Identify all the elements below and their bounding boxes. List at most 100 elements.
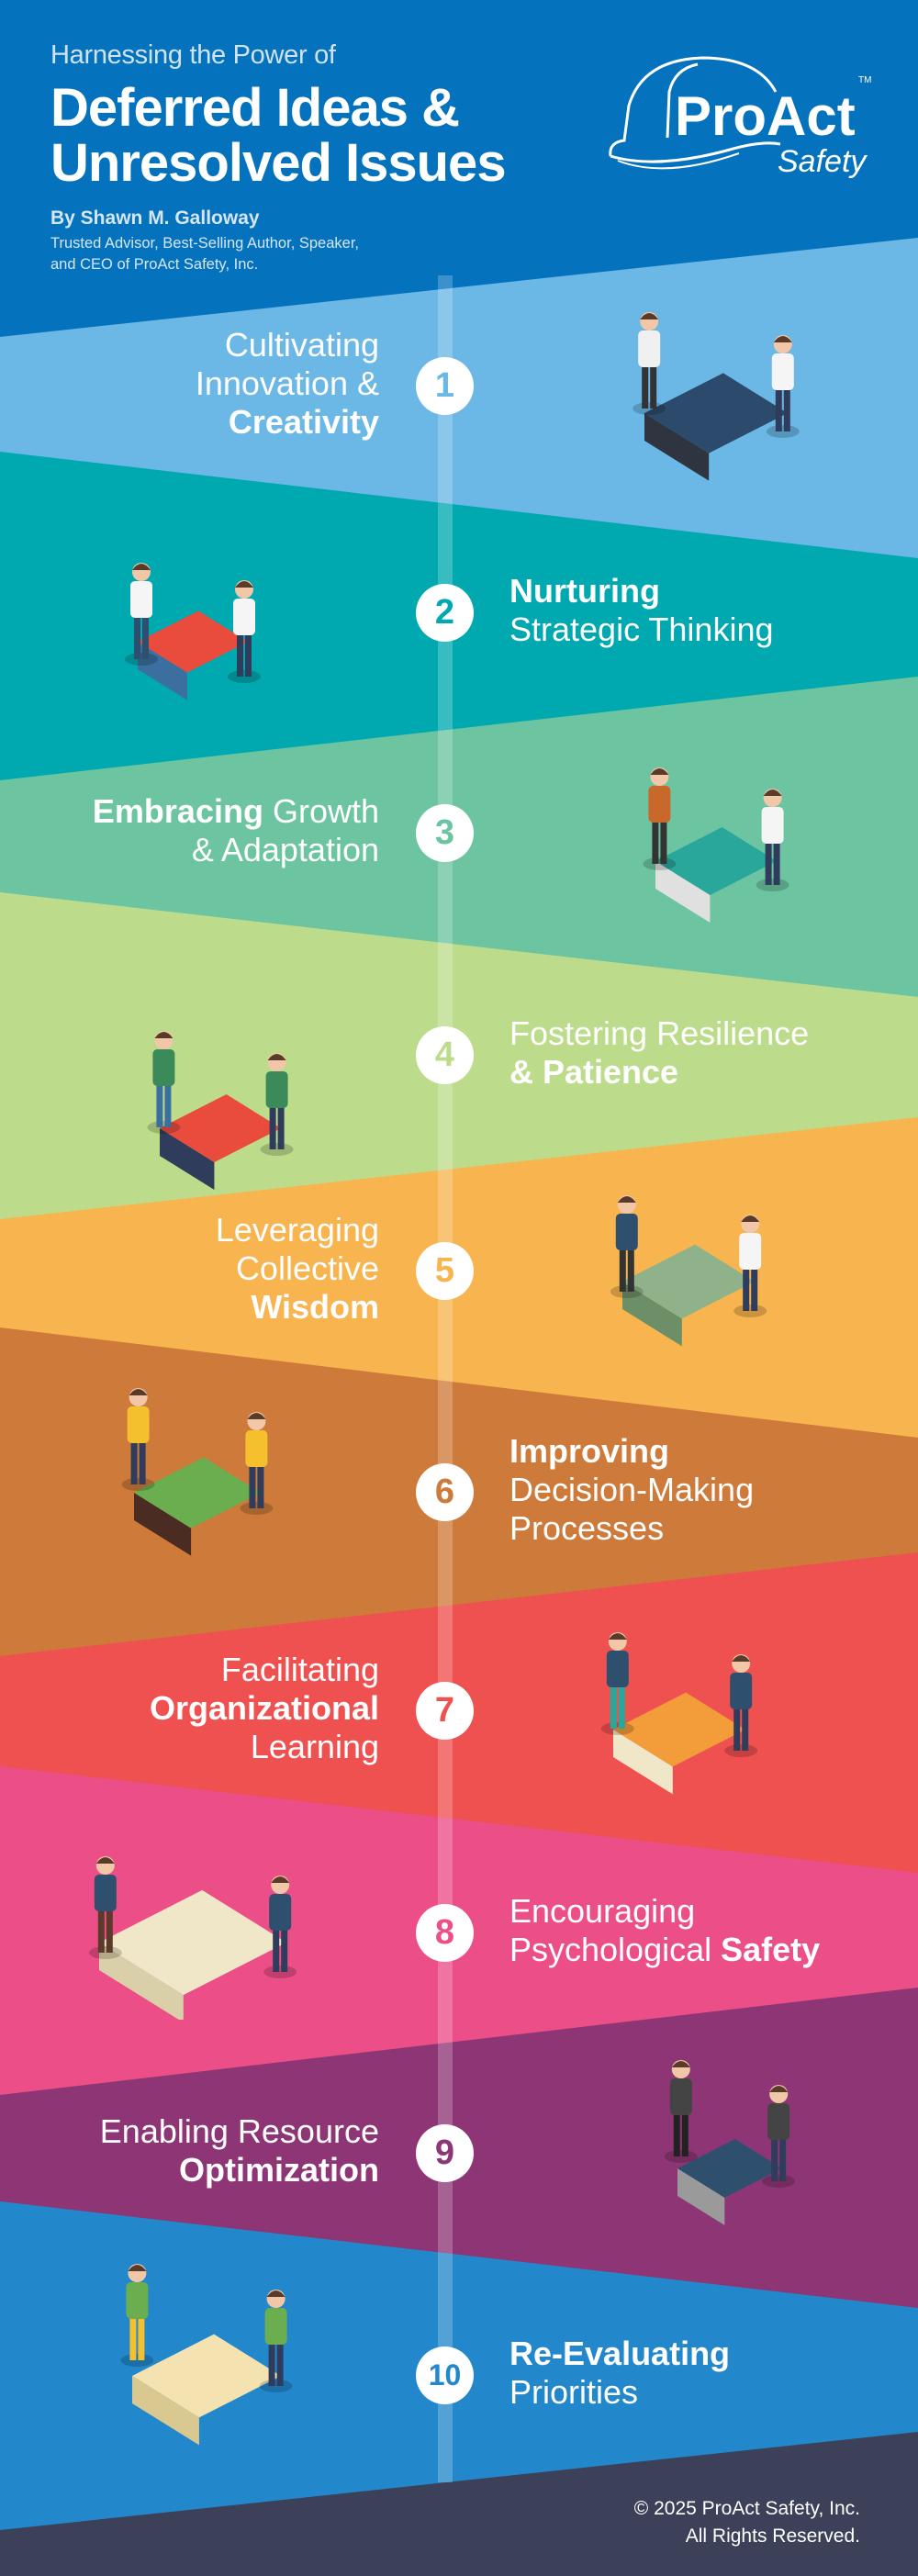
title-line: & Adaptation: [93, 831, 379, 869]
person-hair: [650, 768, 669, 775]
title-emphasis: Re-Evaluating: [509, 2335, 731, 2372]
person-hair: [617, 1196, 636, 1203]
person-leg: [142, 613, 149, 659]
high-five-illustration: [121, 1388, 274, 1556]
item-4-title: Fostering Resilience& Patience: [509, 1014, 809, 1092]
title-line: Re-Evaluating: [509, 2335, 730, 2373]
title-emphasis: Embracing: [92, 792, 263, 830]
title-emphasis: Creativity: [228, 403, 379, 441]
step-number-badge: 2: [416, 584, 474, 642]
person-torso: [730, 1673, 753, 1709]
title-line-2: Unresolved Issues: [50, 133, 507, 193]
person-shadow: [147, 1121, 181, 1134]
person-shadow: [263, 1966, 297, 1978]
person-leg: [273, 1926, 280, 1972]
title-text: Encouraging: [509, 1892, 696, 1930]
desk-side: [134, 1493, 192, 1556]
title-emphasis: & Patience: [509, 1053, 679, 1091]
title-text: & Adaptation: [191, 831, 379, 868]
person-hair: [128, 2265, 147, 2271]
step-number-badge: 8: [416, 1904, 474, 1962]
title-line: Improving: [509, 1432, 754, 1471]
person-torso: [130, 581, 152, 618]
desk-side: [613, 1730, 673, 1795]
author-byline: By Shawn M. Galloway: [50, 207, 260, 229]
person-shadow: [724, 1744, 758, 1757]
person-hair: [95, 1857, 115, 1864]
title-line: Fostering Resilience: [509, 1014, 809, 1053]
person-leg: [660, 818, 667, 864]
person-hair: [132, 564, 151, 570]
person-shadow: [125, 653, 158, 666]
title-emphasis: Improving: [509, 1432, 670, 1470]
proact-safety-logo: ProAct TM Safety: [601, 50, 895, 188]
hard-hat-icon: ProAct TM Safety: [609, 56, 871, 179]
desk-side: [622, 1282, 682, 1347]
desk-side: [138, 642, 187, 700]
person-hair: [773, 336, 792, 342]
copyright-line-1: © 2025 ProAct Safety, Inc.: [633, 2498, 860, 2519]
person-leg: [276, 2340, 284, 2386]
title-emphasis: Wisdom: [251, 1288, 379, 1326]
title-text: Growth: [263, 792, 379, 830]
title-text: Decision-Making: [509, 1471, 755, 1508]
person-torso: [264, 2308, 287, 2345]
desk-top: [613, 1692, 745, 1767]
person-shadow: [600, 1722, 634, 1735]
team-table-meeting-illustration: [120, 2264, 293, 2446]
person-leg: [134, 613, 140, 659]
title-line: Psychological Safety: [509, 1931, 820, 1969]
title-text: Facilitating: [220, 1651, 379, 1688]
header-band: [0, 0, 918, 337]
person-hair: [741, 1215, 760, 1222]
person-shadow: [240, 1502, 274, 1515]
person-hair: [271, 1876, 290, 1883]
two-colleagues-talking-illustration: [147, 1031, 294, 1190]
person-torso: [126, 2282, 149, 2319]
desk-top: [99, 1889, 286, 1996]
title-line: Enabling Resource: [100, 2112, 379, 2151]
desk-side: [655, 861, 711, 923]
person-hair: [247, 1413, 266, 1419]
step-number-badge: 9: [416, 2124, 474, 2182]
item-3-title: Embracing Growth& Adaptation: [93, 792, 379, 869]
person-hair: [671, 2061, 690, 2067]
title-line: Priorities: [509, 2373, 730, 2412]
desk-side: [644, 413, 710, 481]
person-leg: [156, 1081, 163, 1127]
person-leg: [281, 1926, 288, 1972]
person-torso: [606, 1651, 629, 1687]
desk-top: [134, 1457, 261, 1529]
person-shadow: [766, 425, 800, 438]
person-hair: [154, 1032, 174, 1038]
title-line: Leveraging: [216, 1211, 379, 1249]
person-shadow: [88, 1946, 122, 1959]
person-torso: [127, 1406, 150, 1443]
person-leg: [97, 1907, 105, 1953]
person-leg: [237, 631, 243, 677]
person-leg: [783, 386, 790, 431]
person-leg: [627, 1246, 634, 1292]
person-shadow: [259, 2380, 293, 2392]
sofa-lounge-illustration: [88, 1856, 297, 2020]
person-hair: [763, 790, 782, 796]
person-leg: [742, 1705, 749, 1751]
person-torso: [265, 1071, 288, 1108]
desk-side: [99, 1943, 184, 2020]
person-shadow: [756, 879, 789, 891]
header-kicker: Harnessing the Power of: [50, 40, 336, 70]
person-leg: [618, 1683, 625, 1729]
title-line-1: Deferred Ideas &: [50, 78, 460, 138]
person-leg: [733, 1705, 741, 1751]
person-leg: [771, 2135, 778, 2181]
title-line: Collective: [216, 1249, 379, 1288]
person-leg: [765, 839, 772, 885]
person-torso: [269, 1894, 292, 1931]
step-number-badge: 5: [416, 1242, 474, 1300]
